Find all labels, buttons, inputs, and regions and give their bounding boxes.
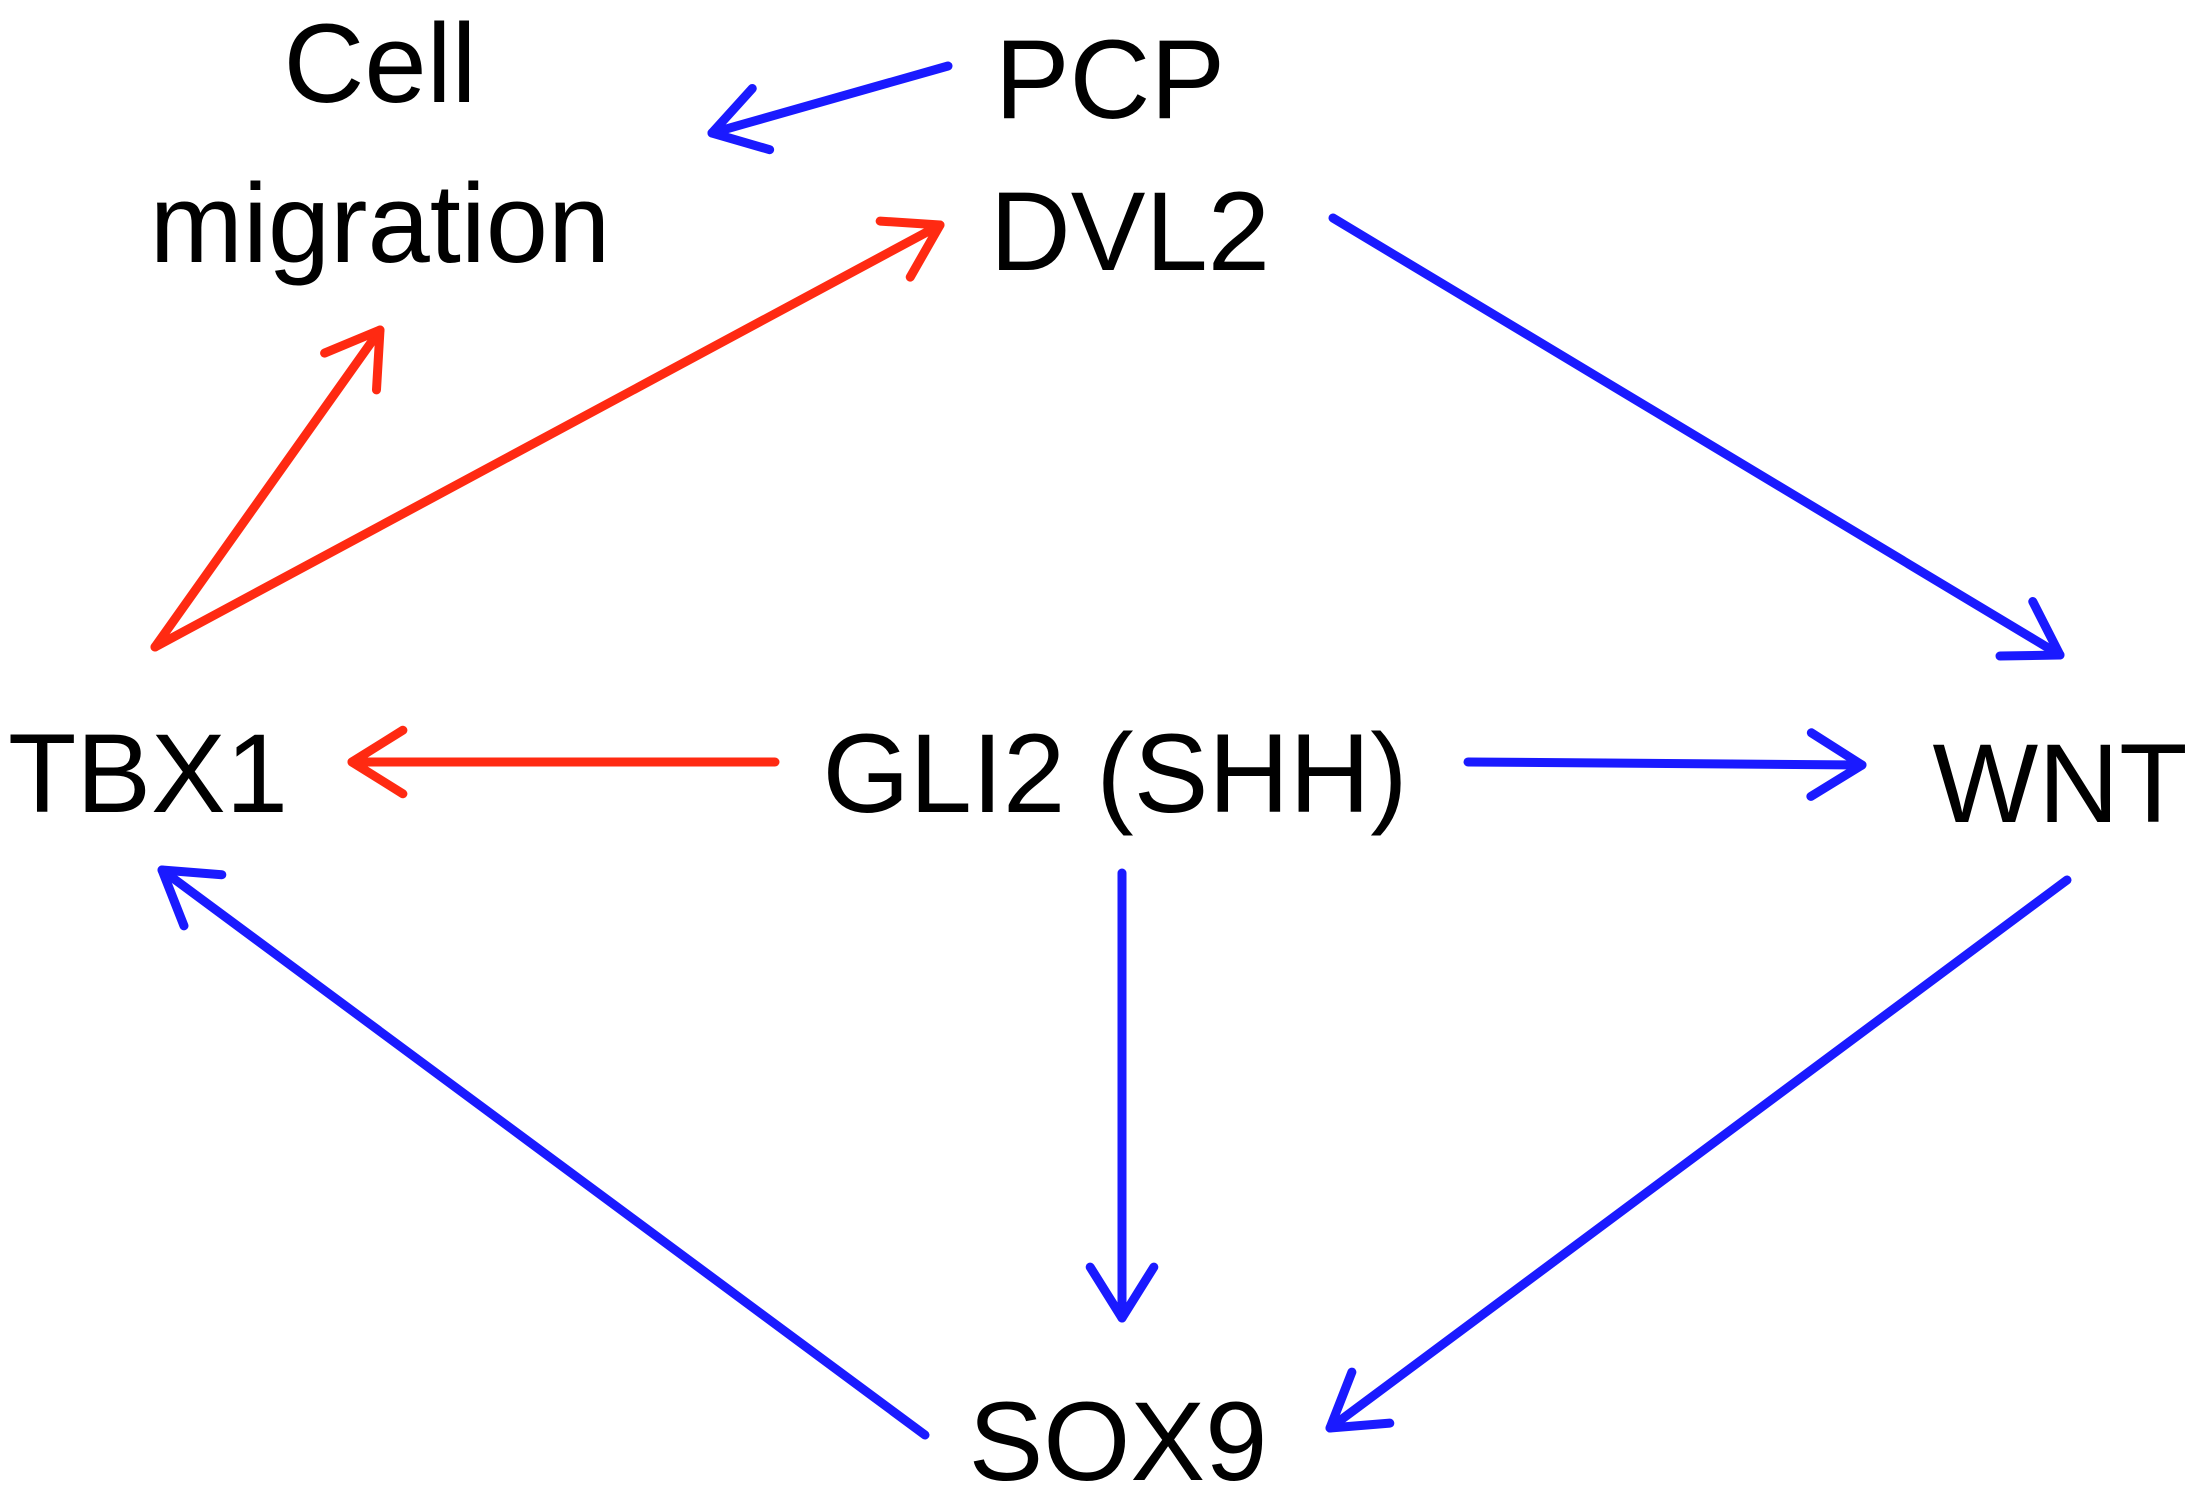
arrow-dvl2-to-wnt <box>1328 213 2065 661</box>
node-gli2-shh: GLI2 (SHH) <box>823 711 1408 836</box>
node-cell-migration-line2: migration <box>150 161 611 286</box>
arrow-gli2-to-wnt-head-icon <box>1806 728 1867 801</box>
arrow-gli2-to-wnt <box>1463 728 1867 801</box>
node-pcp: PCP <box>995 17 1225 142</box>
arrow-tbx1-to-dvl2 <box>150 216 945 652</box>
arrow-gli2-to-tbx1 <box>347 725 780 799</box>
arrow-gli2-to-wnt-line <box>1463 757 1867 770</box>
arrow-wnt-to-sox9-head-icon <box>1325 1367 1395 1433</box>
arrow-gli2-to-sox9 <box>1085 868 1159 1323</box>
arrow-tbx1-to-dvl2-head-icon <box>875 216 945 282</box>
arrow-pcp-to-cell-migration-line <box>707 61 953 138</box>
arrow-gli2-to-tbx1-head-icon <box>347 725 408 799</box>
arrow-sox9-to-tbx1-line <box>157 865 930 1440</box>
arrow-tbx1-to-dvl2-line <box>150 220 945 652</box>
arrow-tbx1-to-cell-migration-line <box>150 325 385 652</box>
edge-group <box>150 61 2072 1440</box>
node-sox9: SOX9 <box>969 1379 1268 1497</box>
arrow-dvl2-to-wnt-head-icon <box>1995 597 2065 661</box>
arrow-tbx1-to-cell-migration-head-icon <box>320 325 385 395</box>
arrow-sox9-to-tbx1-head-icon <box>157 865 227 931</box>
arrow-gli2-to-sox9-head-icon <box>1085 1262 1159 1323</box>
node-tbx1: TBX1 <box>8 711 288 836</box>
node-wnt: WNT <box>1932 721 2187 846</box>
arrow-tbx1-to-cell-migration <box>150 325 385 652</box>
arrow-wnt-to-sox9-line <box>1325 875 2072 1433</box>
arrow-dvl2-to-wnt-line <box>1328 213 2065 660</box>
node-dvl2: DVL2 <box>990 169 1270 294</box>
arrow-pcp-to-cell-migration-head-icon <box>707 84 775 155</box>
arrow-pcp-to-cell-migration <box>707 61 953 155</box>
node-cell-migration-line1: Cell <box>284 1 477 126</box>
arrow-wnt-to-sox9 <box>1325 875 2072 1433</box>
arrow-sox9-to-tbx1 <box>157 865 930 1440</box>
